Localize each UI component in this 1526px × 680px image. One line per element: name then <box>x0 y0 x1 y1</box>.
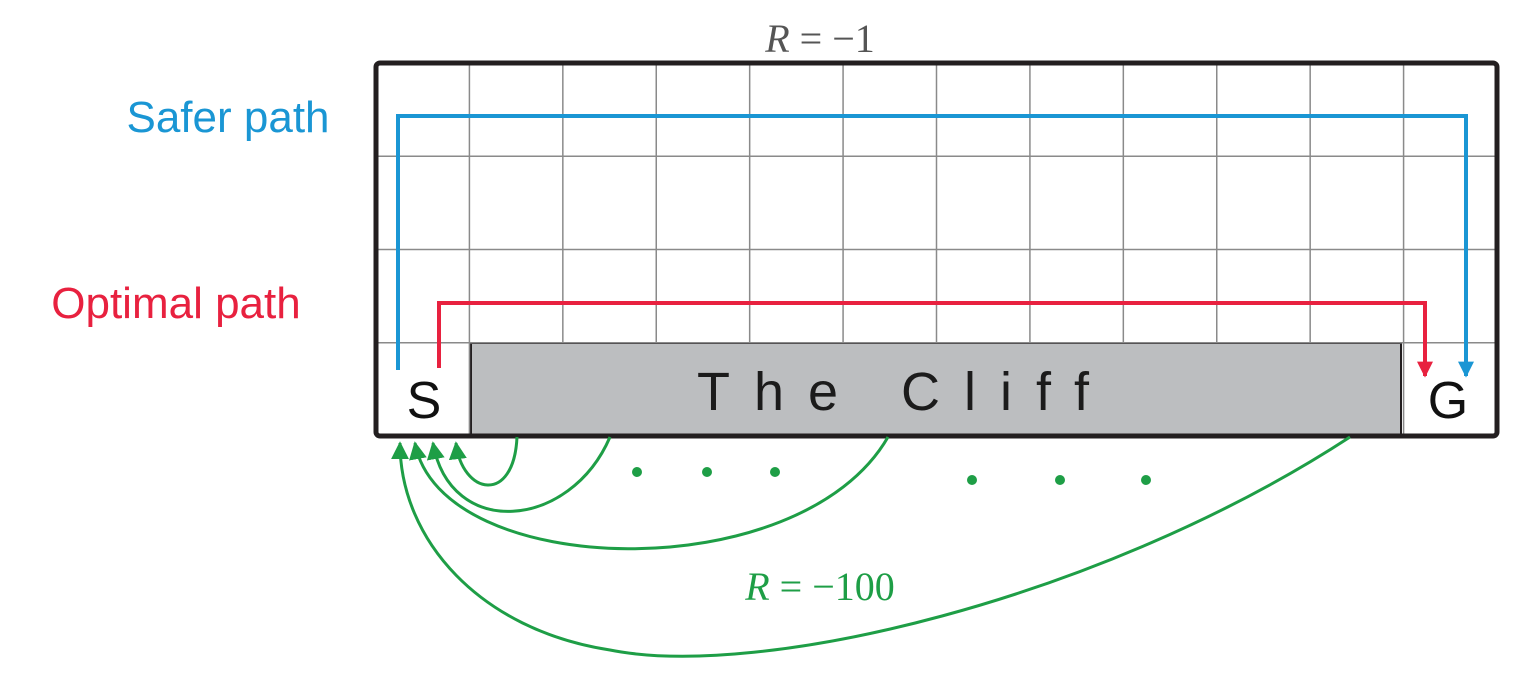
start-label: S <box>407 372 442 430</box>
ellipsis-dots-right <box>967 475 1151 485</box>
safer-path-label: Safer path <box>126 93 329 142</box>
cliff-reward-label: R = −100 <box>744 564 895 609</box>
step-reward-label: R = −1 <box>764 16 875 61</box>
goal-label: G <box>1428 372 1468 430</box>
ellipsis-dots-left <box>632 467 780 477</box>
cliff-return-arrow <box>448 436 519 487</box>
gridworld-border <box>373 60 1500 439</box>
cliff-reward-value: = −100 <box>770 564 895 609</box>
step-reward-symbol: R <box>764 16 789 61</box>
cliff-label: The Cliff <box>697 362 1113 422</box>
cliff-return-arrow <box>409 436 890 551</box>
cliff-reward-symbol: R <box>744 564 769 609</box>
cliff-return-arrow <box>426 436 612 513</box>
optimal-path-label: Optimal path <box>51 279 300 328</box>
optimal-path-line <box>437 301 1433 378</box>
safer-path-line <box>396 114 1474 378</box>
cliff-return-arrow <box>391 435 1351 658</box>
cliff-region <box>470 342 1402 437</box>
step-reward-value: = −1 <box>790 16 875 61</box>
gridworld-grid <box>376 63 1497 436</box>
